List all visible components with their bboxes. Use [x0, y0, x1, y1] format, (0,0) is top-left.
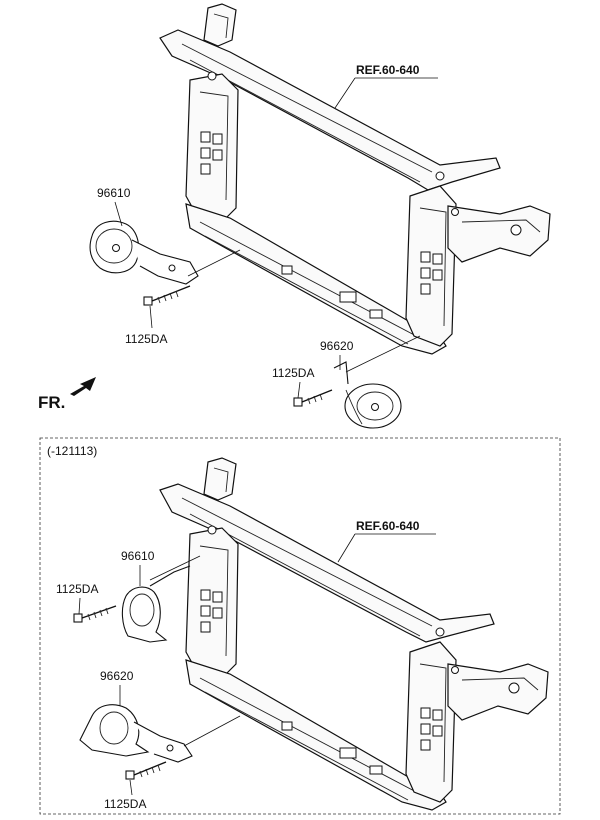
- horn-left-mount-leader-top: [187, 249, 241, 277]
- bolt-lower-leader-bottom: [129, 779, 133, 796]
- bolt-1125da-lower-bottom: [125, 761, 167, 780]
- top-section: REF.60-640 96610 1125DA 96620: [38, 3, 551, 429]
- bottom-section: (-121113): [39, 437, 561, 815]
- bolt-right-leader-top: [297, 381, 301, 399]
- horn-96620-top: [333, 361, 402, 429]
- variant-dashed-box: [39, 437, 561, 815]
- horn-right-code-top: 96620: [320, 339, 354, 353]
- front-arrow-icon: [70, 377, 96, 396]
- horn-lower-code-bottom: 96620: [100, 669, 134, 683]
- bolt-1125da-right-top: [293, 389, 333, 407]
- horn-upper-code-bottom: 96610: [121, 549, 155, 563]
- bolt-lower-code-bottom: 1125DA: [104, 797, 146, 811]
- horn-upper-mount-leader-bottom: [149, 555, 201, 581]
- ref-leader-top: [334, 77, 356, 109]
- ref-label-bottom: REF.60-640: [356, 519, 420, 533]
- bolt-left-leader-top: [149, 305, 153, 329]
- front-label: FR.: [38, 393, 65, 412]
- bolt-1125da-upper-bottom: [73, 605, 117, 623]
- radiator-support-frame-top: [159, 3, 551, 355]
- horn-96610-bottom: [121, 565, 191, 643]
- horn-left-code-top: 96610: [97, 186, 131, 200]
- horn-left-leader-top: [114, 201, 123, 227]
- bolt-left-code-top: 1125DA: [125, 332, 167, 346]
- horn-right-mount-leader-top: [345, 335, 421, 373]
- radiator-support-frame-bottom: [159, 457, 549, 811]
- bolt-upper-leader-bottom: [78, 597, 81, 615]
- ref-leader-bottom: [337, 533, 356, 563]
- horn-96620-bottom: [79, 704, 193, 763]
- bolt-1125da-left-top: [143, 285, 191, 306]
- horn-96610-top: [89, 220, 199, 285]
- variant-label: (-121113): [47, 444, 97, 458]
- front-direction-indicator: FR.: [38, 377, 96, 412]
- ref-label-top: REF.60-640: [356, 63, 420, 77]
- bolt-upper-code-bottom: 1125DA: [56, 582, 98, 596]
- bolt-right-code-top: 1125DA: [272, 366, 314, 380]
- horn-lower-mount-leader-bottom: [183, 715, 241, 747]
